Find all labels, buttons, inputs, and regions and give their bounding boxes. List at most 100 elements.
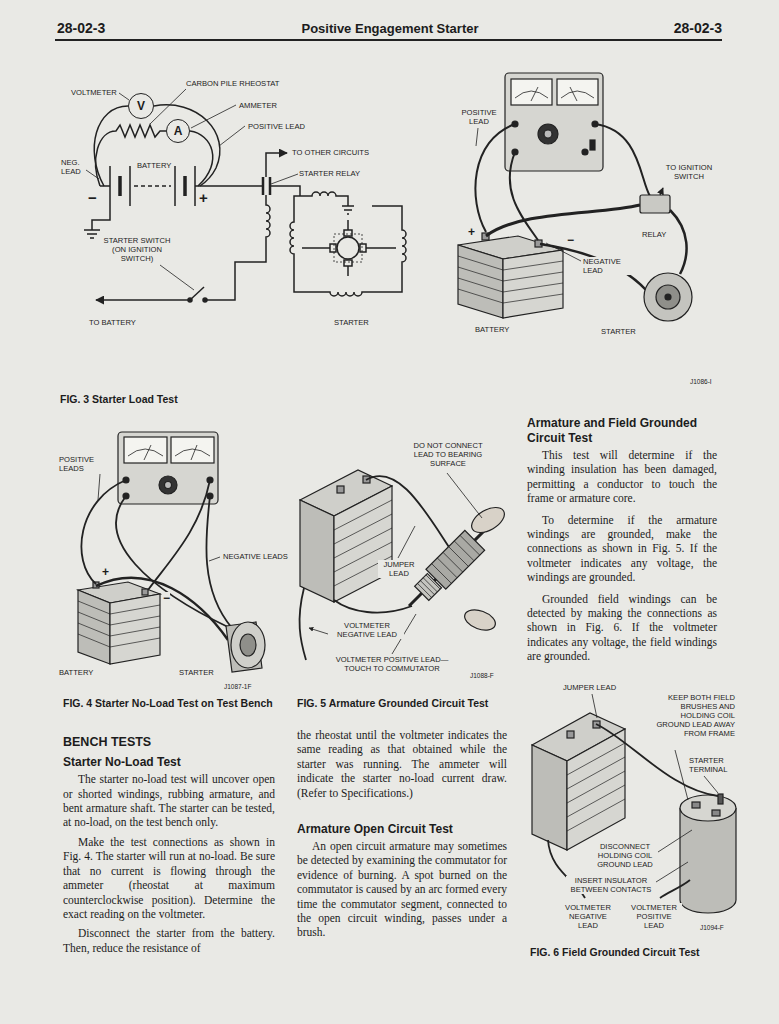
part-label: NEG. LEAD xyxy=(60,158,86,176)
part-label: STARTER xyxy=(178,668,215,677)
text-column: Armature and Field Grounded Circuit Test… xyxy=(527,416,717,664)
body-text: Make the test connections as shown in Fi… xyxy=(63,835,275,921)
relay-coil xyxy=(235,195,270,292)
rheostat-symbol xyxy=(96,125,166,186)
test-setup-picture xyxy=(538,124,558,144)
lead-wire xyxy=(510,152,538,240)
lead-wire xyxy=(94,106,128,186)
brush-symbol xyxy=(344,260,352,266)
figure-code: J1094-F xyxy=(700,924,724,931)
no-load-test-picture xyxy=(171,437,214,463)
battery xyxy=(567,729,625,850)
figure-caption: FIG. 4 Starter No-Load Test on Test Benc… xyxy=(63,697,278,711)
starter-frame xyxy=(680,808,736,913)
part-label: STARTER TERMINAL xyxy=(688,756,736,774)
no-load-test-picture xyxy=(128,445,210,460)
figure-code: J1088-F xyxy=(470,672,494,679)
field-test-picture xyxy=(567,743,625,831)
polarity-sign: + xyxy=(199,190,208,205)
wiring-schematic xyxy=(100,185,258,187)
lead-wire xyxy=(660,880,690,898)
wiring-schematic xyxy=(334,234,362,262)
part-label: AMMETER xyxy=(238,101,278,110)
field-coil xyxy=(300,192,348,206)
part-label: STARTER SWITCH (ON IGNITION SWITCH) xyxy=(96,236,178,263)
lead-wire xyxy=(81,480,126,584)
armature xyxy=(415,535,480,600)
battery-symbol xyxy=(134,185,171,187)
field-test-picture xyxy=(567,731,574,738)
lead-wire xyxy=(300,588,306,660)
test-setup-picture xyxy=(656,285,680,309)
test-setup-picture xyxy=(670,210,687,274)
part-label: TO OTHER CIRCUITS xyxy=(291,148,370,157)
body-text: An open circuit armature may sometimes b… xyxy=(297,839,507,940)
no-load-test-picture xyxy=(165,482,172,489)
part-label: DO NOT CONNECT LEAD TO BEARING SURFACE xyxy=(405,441,491,468)
text-column: the rheostat until the voltmeter indicat… xyxy=(297,728,507,940)
part-label: BATTERY xyxy=(58,668,94,677)
test-setup-picture xyxy=(515,87,594,101)
armature-symbol xyxy=(337,237,359,259)
leader-line xyxy=(309,628,328,634)
figure-code: J1087-1F xyxy=(224,683,251,690)
no-load-test-picture xyxy=(231,622,265,668)
test-setup-picture xyxy=(511,79,552,105)
brush xyxy=(712,810,720,816)
test-setup-picture xyxy=(557,79,598,105)
meter-symbol: A xyxy=(166,119,190,143)
no-load-test-picture xyxy=(78,601,160,647)
part-label: KEEP BOTH FIELD BRUSHES AND HOLDING COIL… xyxy=(648,693,736,739)
leader-line xyxy=(476,128,581,261)
lead-wire xyxy=(148,480,210,590)
meter-letter: A xyxy=(174,125,183,137)
part-label: INSERT INSULATOR BETWEEN CONTACTS xyxy=(566,876,656,894)
part-label: VOLTMETER xyxy=(70,88,118,97)
body-text: To determine if the armature windings ar… xyxy=(527,513,717,585)
part-label: STARTER xyxy=(600,327,637,336)
text-column: BENCH TESTSStarter No-Load TestThe start… xyxy=(63,734,275,955)
lead-wire xyxy=(154,105,220,186)
switch-symbol xyxy=(190,287,204,300)
test-setup-picture xyxy=(660,188,663,195)
armature-test-picture xyxy=(337,486,344,493)
ground-symbol xyxy=(342,206,354,214)
wiring-schematic xyxy=(266,153,287,177)
wiring-schematic xyxy=(96,299,188,301)
wiring-schematic xyxy=(92,206,110,230)
lead-wire xyxy=(595,124,650,196)
part-label: TO BATTERY xyxy=(88,318,137,327)
part-label: VOLTMETER NEGATIVE LEAD xyxy=(560,903,616,930)
part-label: DISCONNECT HOLDING COIL GROUND LEAD xyxy=(592,842,658,869)
battery-cable xyxy=(540,244,646,290)
meter-letter: V xyxy=(137,100,145,112)
no-load-test-picture xyxy=(124,437,167,463)
header-rule xyxy=(55,39,722,41)
page-title: Positive Engagement Starter xyxy=(230,21,550,36)
body-text: the rheostat until the voltmeter indicat… xyxy=(297,728,507,800)
switch-symbol xyxy=(203,298,207,302)
brush-symbol xyxy=(344,230,352,236)
lead-wire xyxy=(190,131,213,186)
meter-symbol: V xyxy=(128,93,154,119)
part-label: STARTER xyxy=(333,318,370,327)
figure-code: J1086-I xyxy=(690,378,712,385)
section-heading: BENCH TESTS xyxy=(63,734,275,750)
test-meter xyxy=(505,73,603,171)
battery xyxy=(532,745,567,850)
field-test-picture xyxy=(532,694,736,913)
part-label: POSITIVE LEADS xyxy=(58,455,108,473)
no-load-test-picture xyxy=(159,476,177,494)
wiring-schematic xyxy=(84,89,406,302)
part-label: CARBON PILE RHEOSTAT xyxy=(185,79,280,88)
armature xyxy=(409,525,490,606)
lead-wire xyxy=(116,496,230,628)
polarity-sign: + xyxy=(468,226,475,238)
relay-contact xyxy=(263,177,270,195)
lead-wire xyxy=(334,600,412,613)
no-load-test-picture xyxy=(142,589,148,595)
part-label: VOLTMETER NEGATIVE LEAD xyxy=(330,621,404,639)
starter-terminal xyxy=(718,794,723,804)
section-heading: Armature Open Circuit Test xyxy=(297,822,507,837)
page-number: 28-02-3 xyxy=(57,20,105,36)
